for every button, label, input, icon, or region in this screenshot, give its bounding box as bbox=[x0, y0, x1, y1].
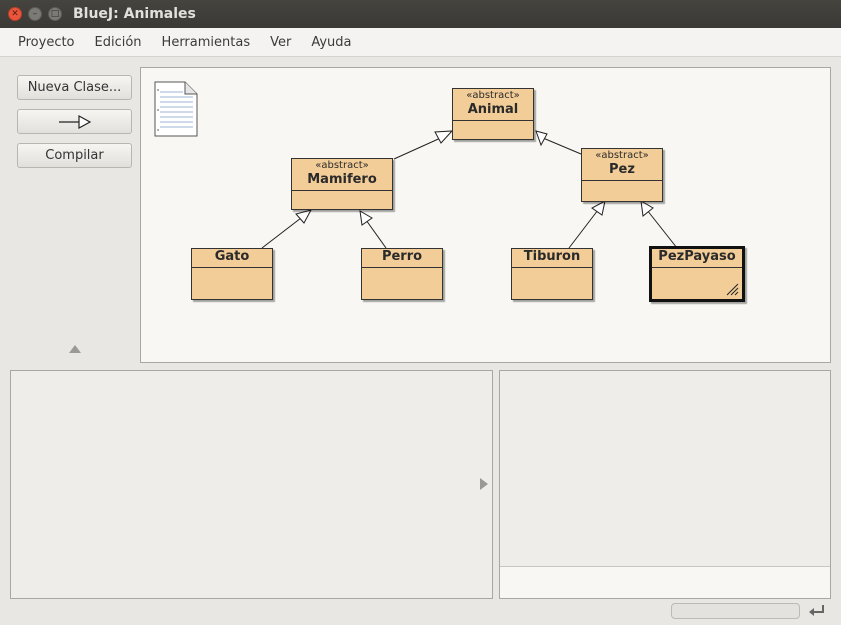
maximize-window-button[interactable]: □ bbox=[48, 7, 62, 21]
arrowhead bbox=[640, 200, 654, 217]
window-title: BlueJ: Animales bbox=[73, 6, 196, 22]
class-tiburon[interactable]: Tiburon bbox=[511, 248, 593, 300]
progress-bar bbox=[671, 603, 800, 619]
class-animal[interactable]: «abstract» Animal bbox=[452, 88, 534, 140]
expand-right-icon[interactable] bbox=[480, 478, 488, 490]
menu-ayuda[interactable]: Ayuda bbox=[311, 34, 352, 50]
arrowhead bbox=[535, 130, 548, 147]
class-name: PezPayaso bbox=[658, 249, 736, 264]
class-name: Perro bbox=[381, 249, 423, 264]
class-stereotype: «abstract» bbox=[595, 150, 649, 161]
class-perro[interactable]: Perro bbox=[361, 248, 443, 300]
inheritance-edges bbox=[261, 130, 678, 249]
arrowhead bbox=[295, 209, 312, 224]
arrowhead bbox=[434, 130, 454, 144]
code-pad[interactable] bbox=[499, 370, 831, 599]
close-window-button[interactable]: ✕ bbox=[8, 7, 22, 21]
resize-handle-icon[interactable] bbox=[725, 282, 739, 296]
class-pez[interactable]: «abstract» Pez bbox=[581, 148, 663, 202]
menu-bar: Proyecto Edición Herramientas Ver Ayuda bbox=[0, 28, 841, 57]
class-name: Gato bbox=[214, 249, 250, 264]
menu-herramientas[interactable]: Herramientas bbox=[161, 34, 251, 50]
class-mamifero[interactable]: «abstract» Mamifero bbox=[291, 158, 393, 210]
return-arrow-icon[interactable] bbox=[807, 602, 827, 620]
title-bar: ✕ – □ BlueJ: Animales bbox=[0, 0, 841, 28]
class-gato[interactable]: Gato bbox=[191, 248, 273, 300]
class-pezpayaso[interactable]: PezPayaso bbox=[649, 246, 745, 302]
readme-note-icon[interactable] bbox=[153, 80, 199, 138]
compile-button[interactable]: Compilar bbox=[17, 143, 132, 168]
minimize-window-button[interactable]: – bbox=[28, 7, 42, 21]
code-pad-input[interactable] bbox=[500, 566, 830, 598]
inheritance-arrow-button[interactable] bbox=[17, 109, 132, 134]
class-name: Animal bbox=[467, 102, 519, 117]
class-name: Mamifero bbox=[307, 172, 377, 187]
menu-proyecto[interactable]: Proyecto bbox=[18, 34, 75, 50]
arrowhead bbox=[591, 200, 606, 216]
class-name: Tiburon bbox=[523, 249, 581, 264]
inheritance-arrow-icon bbox=[58, 114, 91, 129]
expand-up-icon[interactable] bbox=[69, 345, 81, 353]
new-class-button[interactable]: Nueva Clase... bbox=[17, 75, 132, 100]
class-stereotype: «abstract» bbox=[466, 90, 520, 101]
class-stereotype: «abstract» bbox=[315, 160, 369, 171]
arrowhead bbox=[359, 210, 373, 226]
class-name: Pez bbox=[609, 162, 635, 177]
menu-ver[interactable]: Ver bbox=[270, 34, 292, 50]
object-bench[interactable] bbox=[10, 370, 493, 599]
class-diagram[interactable]: «abstract» Animal «abstract» Mamifero «a… bbox=[140, 67, 831, 363]
menu-edicion[interactable]: Edición bbox=[94, 34, 142, 50]
